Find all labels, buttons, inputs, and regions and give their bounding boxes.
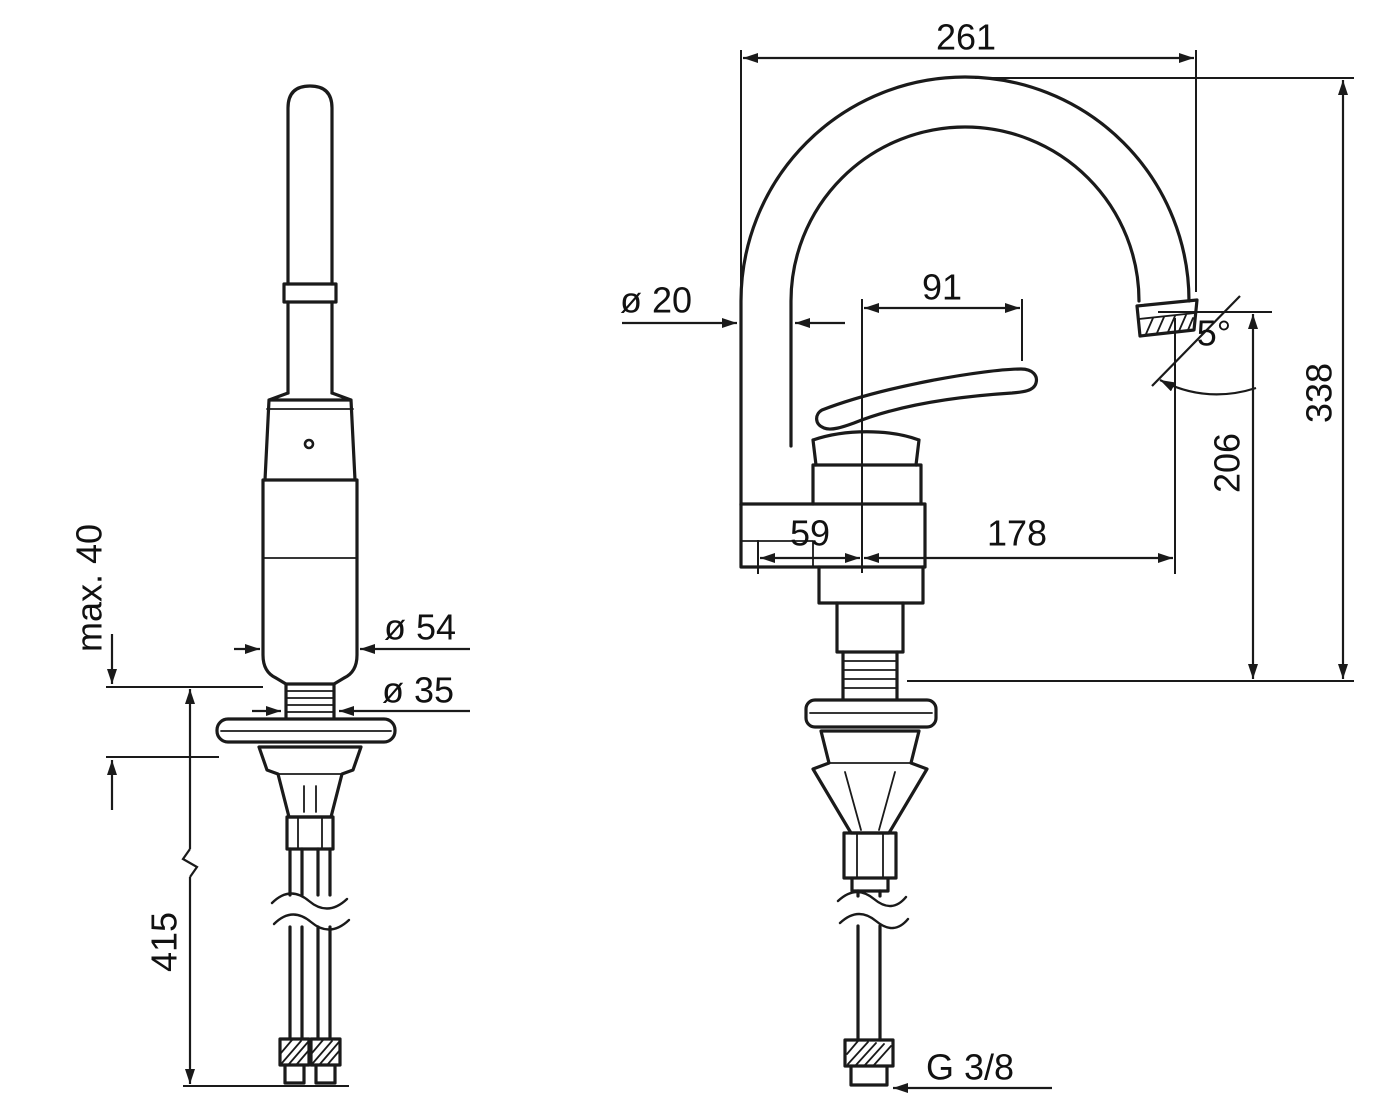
bracket-nut-facets: [297, 816, 323, 850]
break-wave-bottom: [272, 913, 351, 931]
side-view-object: [739, 75, 1199, 1087]
hose-connector-right: [309, 1037, 342, 1085]
dim-supply-connection: G 3/8: [926, 1047, 1014, 1088]
body-outline: [261, 478, 359, 686]
bracket-nut: [285, 815, 335, 851]
dim-lever-length: 91: [922, 267, 962, 308]
shank-threads-side: [843, 660, 897, 689]
break-wave-top: [270, 892, 349, 910]
nut-facets-side: [856, 832, 884, 879]
base-plate: [739, 502, 927, 569]
cone-bracket-side: [811, 729, 929, 835]
shank-side: [841, 650, 899, 701]
handle-dome-front: [263, 391, 357, 482]
dim-total-height: 338: [1299, 363, 1340, 423]
screw-hole-icon: [303, 438, 315, 450]
dim-mounting-hole-diameter: ø 35: [382, 670, 454, 711]
hose-connector-left: [278, 1037, 311, 1085]
washer-plate: [215, 717, 397, 744]
dim-spout-tilt-angle: 5°: [1197, 313, 1231, 354]
dim-spout-projection: 178: [987, 513, 1047, 554]
dim-spout-reach: 261: [936, 17, 996, 58]
side-view-dimensions: 261 338 206 91 ø 20 5° 59 178: [620, 17, 1354, 1093]
angle-ray: [1151, 295, 1241, 387]
body-side: [811, 463, 923, 506]
front-view-object: [215, 84, 397, 1085]
outlet-midline: [1138, 312, 1196, 320]
spout-outlet: [1135, 298, 1199, 338]
pedestal-block: [817, 565, 925, 605]
dim-break-zigzag: [181, 848, 199, 878]
side-view: 261 338 206 91 ø 20 5° 59 178: [620, 17, 1354, 1093]
dim-body-diameter: ø 54: [384, 607, 456, 648]
spout-inner-curve: [789, 125, 1141, 448]
spout-tube-lower: [286, 300, 334, 395]
spout-tube-outline: [286, 84, 334, 286]
connector-hatch-front: [280, 1039, 341, 1065]
washer-side: [804, 698, 938, 729]
supply-pipes-lower: [288, 925, 332, 1041]
supply-pipes-upper: [288, 847, 332, 897]
mounting-bracket: [257, 745, 363, 819]
hatch-lines: [280, 1039, 310, 1065]
dim-spout-tube-diameter: ø 20: [620, 280, 692, 321]
front-view-dimensions: max. 40 415 ø 54 ø 35: [69, 524, 470, 1087]
dim-base-depth: 59: [790, 513, 830, 554]
handle-lever: [815, 367, 1039, 431]
connector-hatch-side: [846, 1040, 892, 1066]
lower-block: [835, 601, 905, 654]
hose-lower-side: [856, 924, 882, 1042]
shank-front: [284, 682, 336, 720]
dim-hose-length: 415: [144, 912, 185, 972]
aerator-hatch: [1145, 314, 1194, 335]
cone-bracket-detail: [828, 762, 912, 831]
hose-connector-side: [843, 1038, 895, 1087]
front-view: max. 40 415 ø 54 ø 35: [69, 84, 470, 1087]
spout-collar: [282, 282, 338, 304]
dim-deck-thickness: max. 40: [69, 524, 110, 652]
break-wave-bottom-side: [838, 912, 910, 930]
dim-spout-outlet-height: 206: [1207, 433, 1248, 493]
mounting-bracket-detail: [277, 773, 343, 813]
break-wave-top-side: [836, 890, 908, 908]
nut-side: [842, 831, 898, 893]
shank-threads: [286, 690, 334, 713]
angle-arc: [1159, 379, 1257, 396]
hatch-lines: [311, 1039, 341, 1065]
spout-outer-curve: [739, 75, 1191, 507]
handle-dome-side: [811, 430, 921, 467]
